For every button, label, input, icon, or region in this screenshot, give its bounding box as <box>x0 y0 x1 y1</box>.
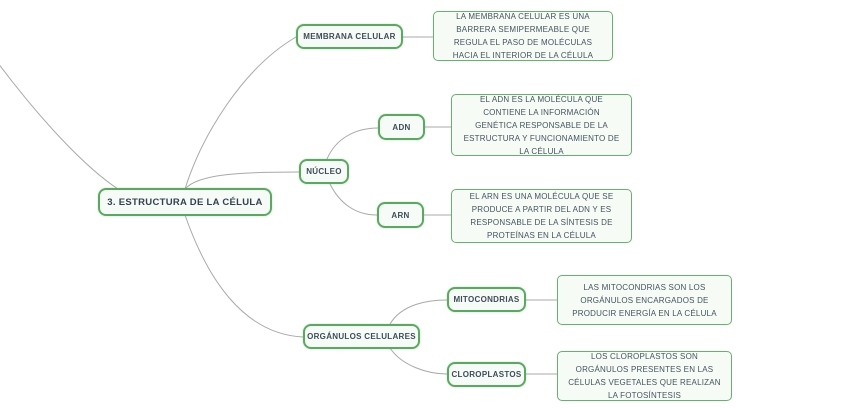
description-cloroplastos[interactable]: LOS CLOROPLASTOS SON ORGÁNULOS PRESENTES… <box>557 351 732 401</box>
node-nucleo[interactable]: NÚCLEO <box>299 159 349 184</box>
node-adn-label: ADN <box>392 122 411 132</box>
node-organulos-celulares-label: ORGÁNULOS CELULARES <box>307 332 416 341</box>
description-membrana-celular-text: LA MEMBRANA CELULAR ES UNA BARRERA SEMIP… <box>452 12 594 60</box>
edge-organulos-cloroplastos <box>389 347 448 375</box>
node-cloroplastos[interactable]: CLOROPLASTOS <box>447 362 526 387</box>
node-nucleo-label: NÚCLEO <box>306 167 342 176</box>
node-arn[interactable]: ARN <box>377 202 424 228</box>
node-arn-label: ARN <box>391 210 410 220</box>
node-mitocondrias[interactable]: MITOCONDRIAS <box>447 287 526 312</box>
edge-root-organulos <box>184 214 304 338</box>
description-adn-text: EL ADN ES LA MOLÉCULA QUE CONTIENE LA IN… <box>463 94 620 156</box>
description-cloroplastos-text: LOS CLOROPLASTOS SON ORGÁNULOS PRESENTES… <box>568 352 721 400</box>
edge-root-nucleo <box>184 171 300 190</box>
root-node-label: 3. ESTRUCTURA DE LA CÉLULA <box>107 196 263 208</box>
edge-nucleo-arn <box>329 183 378 216</box>
description-adn[interactable]: EL ADN ES LA MOLÉCULA QUE CONTIENE LA IN… <box>451 94 632 156</box>
node-membrana-celular[interactable]: MEMBRANA CELULAR <box>296 24 403 49</box>
description-arn[interactable]: EL ARN ES UNA MOLÉCULA QUE SE PRODUCE A … <box>451 189 632 243</box>
description-membrana-celular[interactable]: LA MEMBRANA CELULAR ES UNA BARRERA SEMIP… <box>433 11 613 61</box>
edge-root-membrana <box>184 36 297 190</box>
node-mitocondrias-label: MITOCONDRIAS <box>453 295 520 304</box>
node-membrana-celular-label: MEMBRANA CELULAR <box>303 32 396 41</box>
edge-parent-offscreen <box>0 64 119 190</box>
edge-nucleo-adn <box>326 127 379 160</box>
description-mitocondrias-text: LAS MITOCONDRIAS SON LOS ORGÁNULOS ENCAR… <box>572 282 717 318</box>
description-arn-text: EL ARN ES UNA MOLÉCULA QUE SE PRODUCE A … <box>469 192 614 240</box>
node-cloroplastos-label: CLOROPLASTOS <box>451 370 522 379</box>
node-adn[interactable]: ADN <box>378 114 425 140</box>
root-node-estructura-celula[interactable]: 3. ESTRUCTURA DE LA CÉLULA <box>98 188 272 216</box>
edge-organulos-mitocondrias <box>389 299 448 325</box>
description-mitocondrias[interactable]: LAS MITOCONDRIAS SON LOS ORGÁNULOS ENCAR… <box>557 275 732 325</box>
node-organulos-celulares[interactable]: ORGÁNULOS CELULARES <box>303 324 420 349</box>
